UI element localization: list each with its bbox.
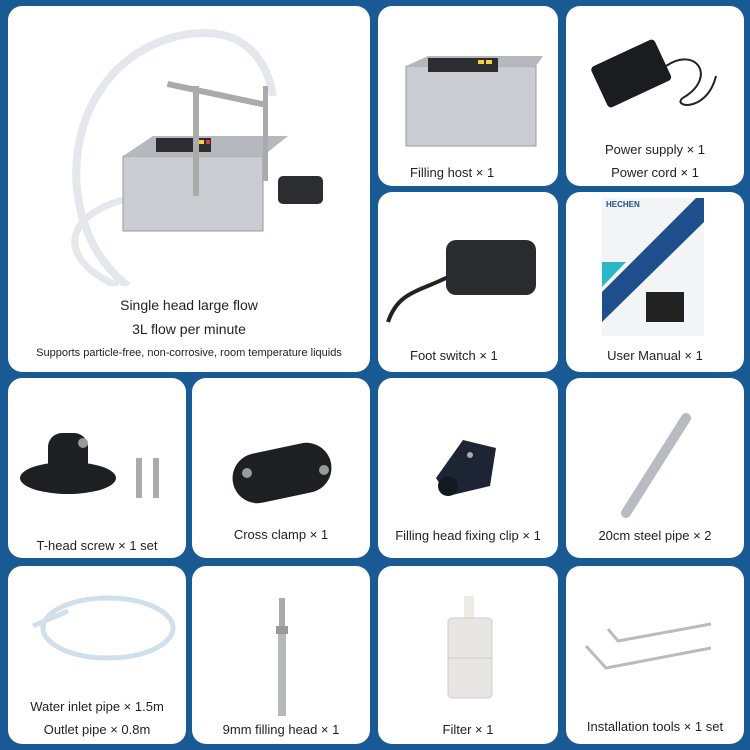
item-fixing-clip: Filling head fixing clip × 1 <box>378 378 558 558</box>
hero-card: Single head large flow 3L flow per minut… <box>8 6 370 372</box>
item-label: Cross clamp × 1 <box>233 527 329 542</box>
fixing-clip-image <box>436 440 496 496</box>
item-label: Foot switch × 1 <box>410 348 498 363</box>
item-installation-tools: Installation tools × 1 set <box>566 566 744 744</box>
hex-key-image <box>584 622 712 670</box>
filter-image <box>447 596 493 699</box>
t-head-screw-image <box>20 433 159 498</box>
filling-head-image <box>276 598 288 716</box>
item-label-1: Water inlet pipe × 1.5m <box>30 699 164 714</box>
item-label-1: Power supply × 1 <box>604 142 706 157</box>
hero-description: Supports particle-free, non-corrosive, r… <box>36 347 342 359</box>
item-t-head-screw: T-head screw × 1 set <box>8 378 186 558</box>
user-manual-image <box>602 198 704 336</box>
item-power-supply: Power supply × 1 Power cord × 1 <box>566 6 744 186</box>
item-label: User Manual × 1 <box>607 348 703 363</box>
item-label: 9mm filling head × 1 <box>222 722 340 737</box>
item-label: T-head screw × 1 set <box>36 538 158 553</box>
manual-brand: HECHEN <box>606 200 640 209</box>
filling-machine-image <box>71 29 323 286</box>
item-water-pipe: Water inlet pipe × 1.5m Outlet pipe × 0.… <box>8 566 186 744</box>
item-filling-host: Filling host × 1 <box>378 6 558 186</box>
item-label: 20cm steel pipe × 2 <box>598 528 712 543</box>
power-supply-image <box>591 39 717 108</box>
cross-clamp-image <box>232 442 332 504</box>
item-cross-clamp: Cross clamp × 1 <box>192 378 370 558</box>
hero-subtitle: 3L flow per minute <box>132 321 246 337</box>
filling-host-image <box>405 56 543 147</box>
item-label: Filling head fixing clip × 1 <box>395 528 541 543</box>
foot-switch-image <box>386 240 536 323</box>
item-steel-pipe: 20cm steel pipe × 2 <box>566 378 744 558</box>
item-label: Filling host × 1 <box>410 165 495 180</box>
item-filling-head: 9mm filling head × 1 <box>192 566 370 744</box>
item-label-2: Power cord × 1 <box>611 165 699 180</box>
item-user-manual: HECHEN User Manual × 1 <box>566 192 744 372</box>
water-pipe-image <box>32 595 176 661</box>
steel-pipe-image <box>621 413 691 518</box>
item-label: Filter × 1 <box>442 722 494 737</box>
item-foot-switch: Foot switch × 1 <box>378 192 558 372</box>
item-label: Installation tools × 1 set <box>586 719 724 734</box>
hero-title: Single head large flow <box>120 297 258 313</box>
item-filter: Filter × 1 <box>378 566 558 744</box>
item-label-2: Outlet pipe × 0.8m <box>43 722 151 737</box>
